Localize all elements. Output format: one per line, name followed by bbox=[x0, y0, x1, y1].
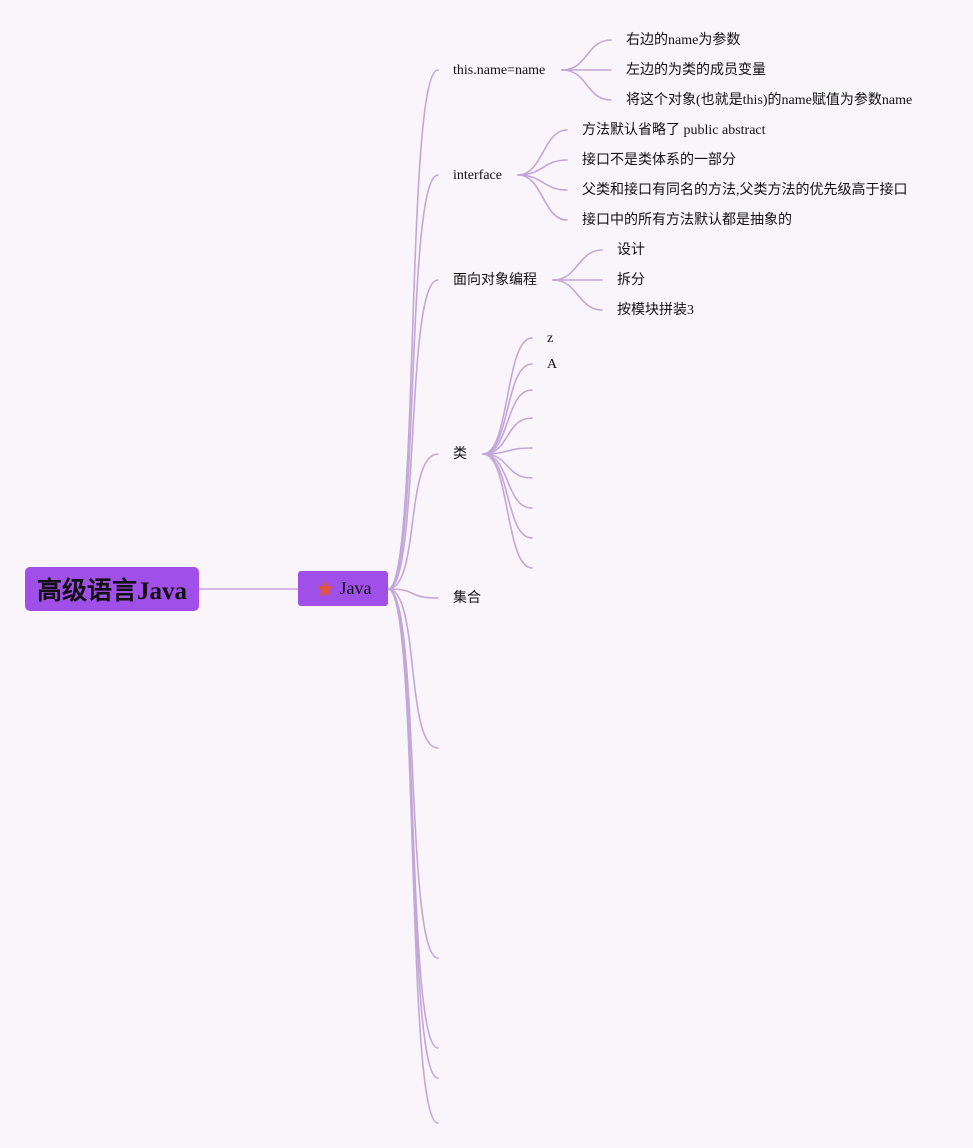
link-class-child-9 bbox=[482, 453, 533, 569]
link-interface-child-4 bbox=[517, 174, 568, 221]
branch-this-name[interactable]: this.name=name bbox=[453, 63, 546, 78]
star-icon bbox=[316, 580, 333, 596]
link-class-child-2 bbox=[482, 363, 533, 455]
branch-collection[interactable]: 集合 bbox=[453, 591, 481, 606]
link-java-collection bbox=[387, 588, 439, 599]
root-node[interactable]: 高级语言Java bbox=[25, 567, 199, 611]
java-label: Java bbox=[339, 578, 372, 598]
link-java-empty-2 bbox=[387, 588, 439, 959]
link-java-this bbox=[387, 69, 439, 590]
leaf-node[interactable]: 接口中的所有方法默认都是抽象的 bbox=[582, 213, 792, 228]
link-class-child-3 bbox=[482, 389, 533, 455]
link-this-child-1 bbox=[561, 39, 612, 71]
link-java-empty-3 bbox=[387, 588, 439, 1049]
branch-interface[interactable]: interface bbox=[453, 168, 502, 183]
link-java-interface bbox=[387, 174, 439, 590]
link-java-empty-5 bbox=[387, 588, 439, 1124]
leaf-node[interactable]: 右边的name为参数 bbox=[626, 33, 741, 48]
leaf-node[interactable]: 方法默认省略了 public abstract bbox=[582, 123, 766, 138]
leaf-node[interactable]: 按模块拼装3 bbox=[617, 303, 694, 318]
branch-oop[interactable]: 面向对象编程 bbox=[453, 273, 537, 288]
link-this-child-3 bbox=[561, 69, 612, 101]
leaf-node[interactable]: 左边的为类的成员变量 bbox=[626, 63, 766, 78]
leaf-node[interactable]: 拆分 bbox=[617, 273, 645, 288]
link-interface-child-1 bbox=[517, 129, 568, 176]
link-java-empty-1 bbox=[387, 588, 439, 749]
leaf-node[interactable]: 接口不是类体系的一部分 bbox=[582, 153, 736, 168]
leaf-node[interactable]: 设计 bbox=[617, 243, 645, 258]
leaf-node[interactable]: 将这个对象(也就是this)的name赋值为参数name bbox=[626, 93, 913, 108]
link-class-child-7 bbox=[482, 453, 533, 509]
link-class-child-1 bbox=[482, 337, 533, 455]
link-java-empty-4 bbox=[387, 588, 439, 1079]
link-oop-child-1 bbox=[552, 249, 603, 281]
link-java-class bbox=[387, 453, 439, 590]
branch-class[interactable]: 类 bbox=[453, 447, 467, 462]
leaf-node[interactable]: A bbox=[547, 357, 558, 372]
root-label: 高级语言Java bbox=[36, 578, 187, 605]
java-node[interactable]: Java bbox=[298, 571, 388, 606]
link-oop-child-3 bbox=[552, 279, 603, 311]
link-java-oop bbox=[387, 279, 439, 590]
leaf-node[interactable]: 父类和接口有同名的方法,父类方法的优先级高于接口 bbox=[582, 183, 908, 198]
leaf-node[interactable]: z bbox=[547, 331, 554, 346]
